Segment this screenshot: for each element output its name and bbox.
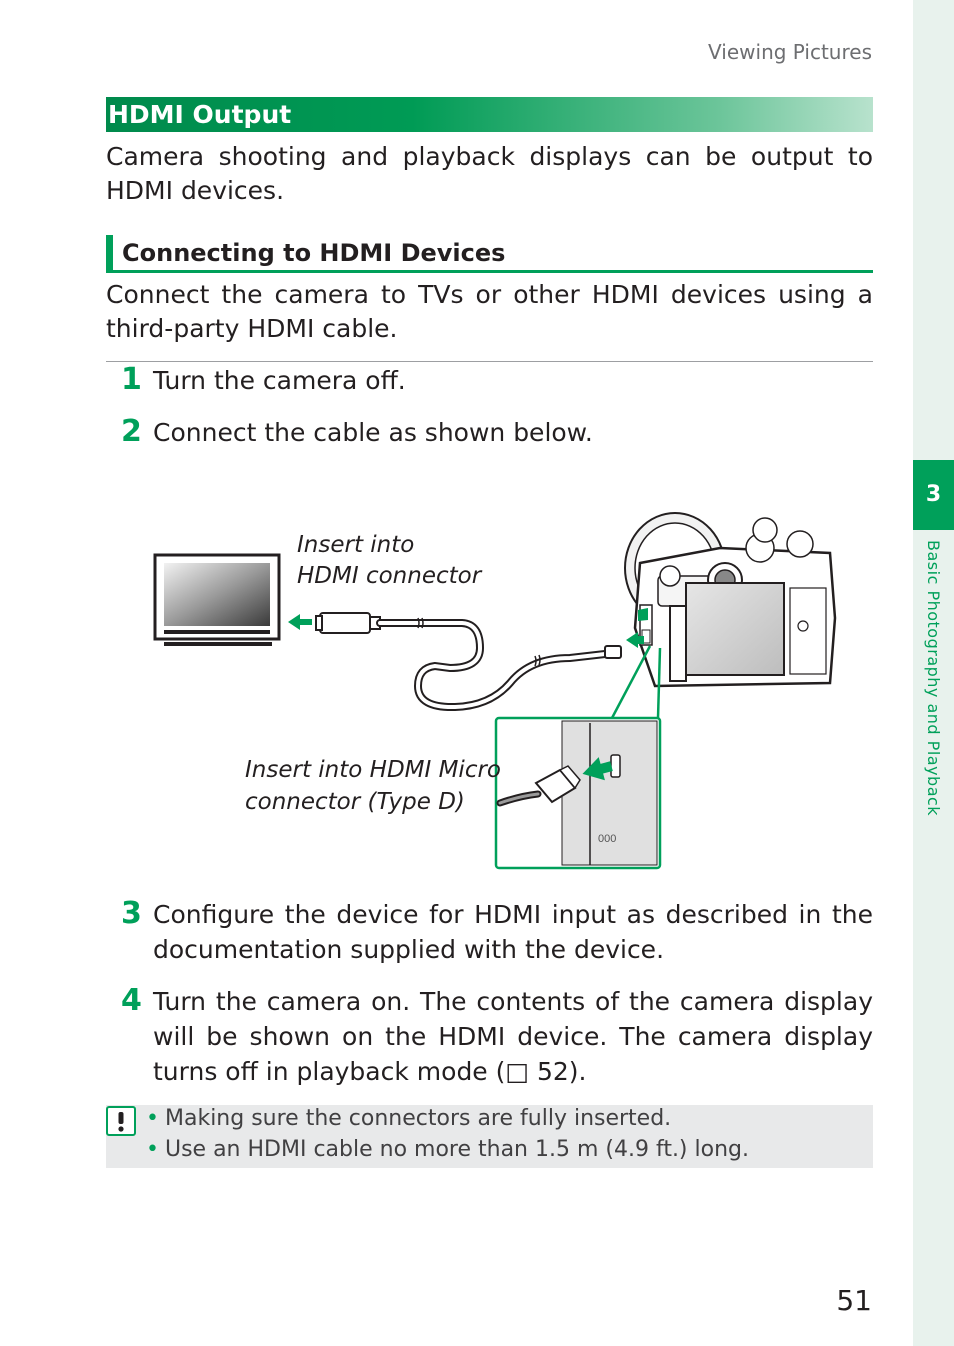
connect-paragraph: Connect the camera to TVs or other HDMI … (106, 280, 873, 343)
camera-icon (624, 512, 837, 688)
step-4-text: Turn the camera on. The contents of the … (153, 987, 873, 1086)
chapter-tab: 3 (913, 460, 954, 530)
step-3-number: 3 (121, 896, 142, 931)
page-number: 51 (836, 1284, 872, 1317)
hdmi-connection-diagram: 000 Insert into HDMI connector Insert in… (150, 508, 850, 878)
caption-top-line1: Insert into (297, 532, 415, 558)
micro-plug-icon (604, 645, 622, 659)
step-2-number: 2 (121, 414, 142, 449)
divider (106, 361, 873, 362)
svg-text:000: 000 (598, 833, 616, 845)
caption-top-line2: HDMI connector (297, 563, 482, 589)
caution-icon (106, 1106, 136, 1136)
caption-bottom-line1: Insert into HDMI Micro (245, 757, 501, 783)
side-strip (913, 0, 954, 1346)
intro-paragraph: Camera shooting and playback displays ca… (106, 142, 873, 205)
insert-arrow-icon (288, 614, 312, 630)
note-box (106, 1105, 873, 1168)
step-3-text: Configure the device for HDMI input as d… (153, 900, 873, 964)
section-title: HDMI Output (108, 100, 292, 129)
hdmi-plug-icon (315, 612, 381, 634)
subsection-title: Connecting to HDMI Devices (122, 239, 506, 267)
step-1-text: Turn the camera off. (153, 366, 406, 395)
section-title-bar (106, 97, 873, 132)
step-2-text: Connect the cable as shown below. (153, 418, 593, 447)
note-item-1: •Making sure the connectors are fully in… (146, 1106, 672, 1131)
note-item-2: •Use an HDMI cable no more than 1.5 m (4… (146, 1137, 749, 1162)
chapter-label: Basic Photography and Playback (924, 540, 943, 817)
running-header: Viewing Pictures (708, 40, 872, 64)
step-1-number: 1 (121, 362, 142, 397)
hdmi-cable (376, 619, 609, 712)
caption-bottom-line2: connector (Type D) (245, 789, 465, 815)
subsection-rule (106, 235, 873, 273)
tv-icon (153, 553, 281, 646)
micro-connector-detail: 000 (494, 716, 662, 870)
connection-illustration: 000 (153, 512, 837, 870)
step-4-number: 4 (121, 983, 142, 1018)
